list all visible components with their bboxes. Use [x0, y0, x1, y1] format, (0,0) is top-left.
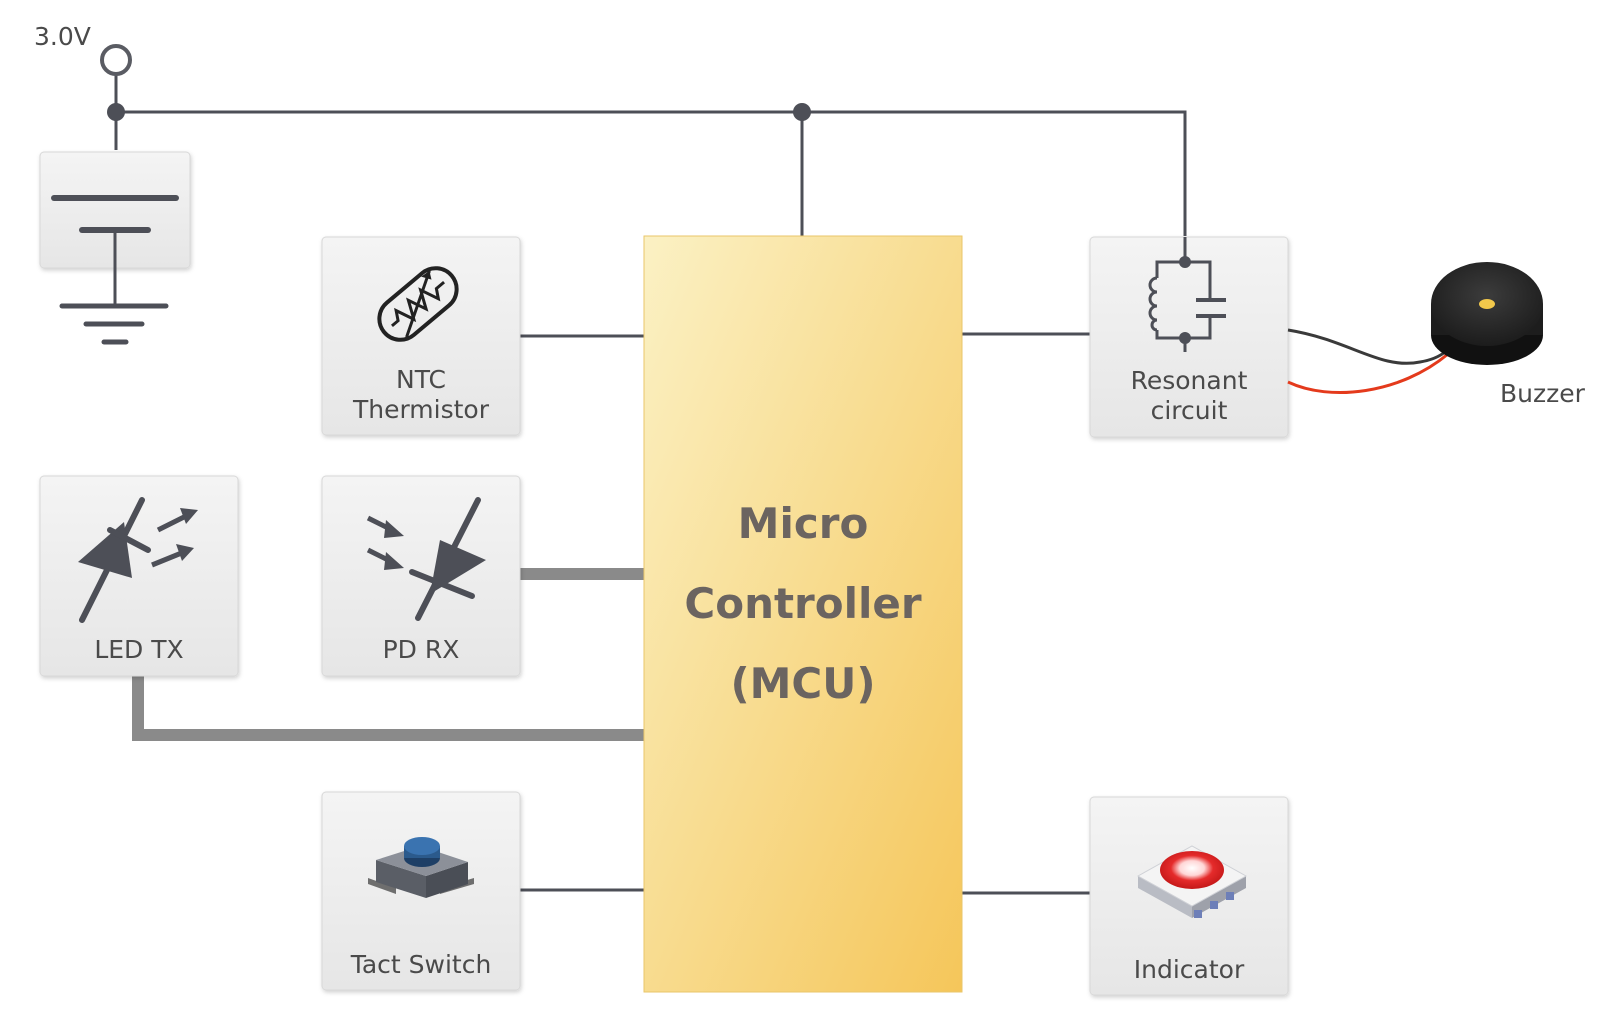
junction-dot — [793, 103, 811, 121]
power-rail — [114, 74, 1187, 236]
buzzer-label: Buzzer — [1500, 379, 1585, 408]
led-tx-block — [39, 475, 239, 677]
resonant-circuit-block — [1089, 236, 1289, 438]
led-tx-label: LED TX — [94, 635, 184, 664]
signal-wires — [520, 332, 1090, 895]
optical-bus — [132, 568, 644, 741]
resonant-label-line1: Resonant — [1130, 366, 1248, 395]
buzzer-icon — [1431, 262, 1543, 365]
battery-block — [39, 151, 191, 306]
pd-rx-block — [321, 475, 521, 677]
junction-dot — [1179, 332, 1191, 344]
photodiode-icon — [366, 497, 486, 621]
ground-icon — [59, 303, 169, 345]
mcu-label-line2: Controller — [684, 579, 922, 628]
pd-rx-label: PD RX — [382, 635, 460, 664]
indicator-block — [1089, 796, 1289, 996]
ntc-thermistor-block — [321, 236, 521, 436]
supply-terminal — [100, 44, 132, 76]
mcu-label-line1: Micro — [737, 499, 869, 548]
smd-led-icon — [1136, 845, 1248, 918]
resonant-label-line2: circuit — [1150, 396, 1228, 425]
led-icon — [78, 497, 198, 623]
tact-switch-label: Tact Switch — [350, 950, 492, 979]
junction-dot — [107, 103, 125, 121]
tact-switch-block — [321, 791, 521, 991]
ntc-label-line2: Thermistor — [352, 395, 490, 424]
thermistor-icon — [377, 266, 459, 342]
mcu-label-line3: (MCU) — [730, 659, 876, 708]
supply-voltage-label: 3.0V — [34, 22, 91, 51]
mcu-block — [643, 235, 963, 993]
ntc-label-line1: NTC — [396, 365, 446, 394]
indicator-label: Indicator — [1133, 955, 1245, 984]
tact-switch-icon — [368, 837, 474, 898]
buzzer-leads — [1287, 328, 1449, 395]
junction-dot — [1179, 256, 1191, 268]
